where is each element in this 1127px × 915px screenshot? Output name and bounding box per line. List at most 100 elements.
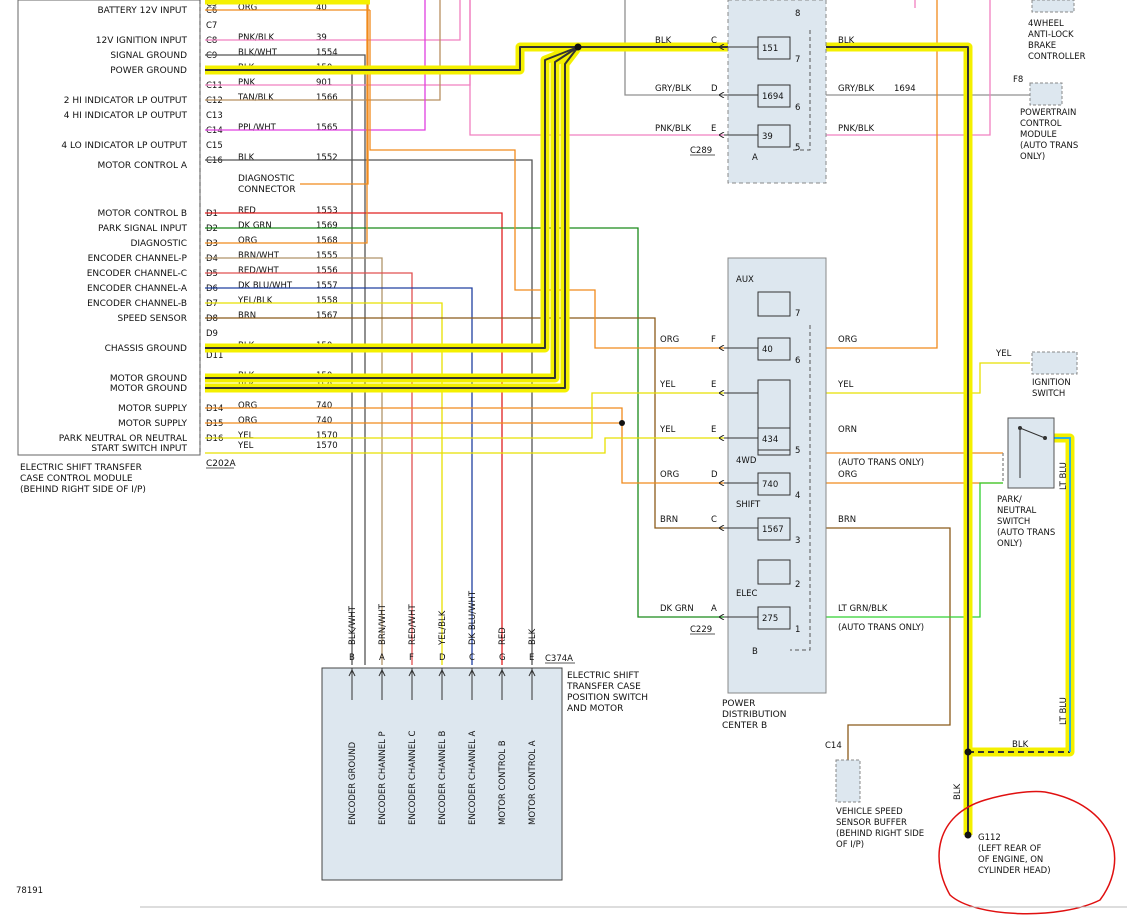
module-pin-id: C13 <box>206 111 223 121</box>
module-pin-circuit: 1569 <box>316 221 338 231</box>
pn-switch-label-1: PARK/ <box>997 495 1022 505</box>
pn-switch-label-4: (AUTO TRANS <box>997 528 1055 538</box>
abs-label-1: 4WHEEL <box>1028 19 1064 29</box>
pdc-lower-wire-left: ORG <box>660 470 679 480</box>
pdc-lower-circuit: 1567 <box>762 525 784 535</box>
pdc-pin7: 7 <box>795 309 800 319</box>
ground-circuit-highlight <box>205 0 1075 839</box>
module-pin-color: RED/WHT <box>238 266 279 276</box>
module-pin-circuit: 1552 <box>316 153 338 163</box>
module-pin-circuit: 901 <box>316 78 332 88</box>
pdc-upper-wire-left: BLK <box>655 36 672 46</box>
module-pin-id: C7 <box>206 21 217 31</box>
pdc-lower-wire-left: ORG <box>660 335 679 345</box>
pdc-lower-circuit: 275 <box>762 614 778 624</box>
module-pin-function: 4 LO INDICATOR LP OUTPUT <box>61 141 187 151</box>
module-pin-color: ORG <box>238 401 257 411</box>
motor-pin-wire: BLK/WHT <box>348 605 358 645</box>
pdc-lower-pin-letter: C <box>711 515 717 525</box>
pdc-shift-label: SHIFT <box>736 500 761 510</box>
module-pin-id: D14 <box>206 404 223 414</box>
module-pin-function: ENCODER CHANNEL-P <box>88 254 188 264</box>
pdc-upper-wire-right: GRY/BLK <box>838 84 875 94</box>
module-title-1: ELECTRIC SHIFT TRANSFER <box>20 463 142 473</box>
pdc-upper-wire-right: BLK <box>838 36 855 46</box>
pdc-upper-pin-num: 7 <box>795 55 800 65</box>
pdc-upper-circuit-right: 1694 <box>894 84 916 94</box>
wires <box>205 0 1030 760</box>
module-pin-circuit: 1570 <box>316 441 338 451</box>
pdc-lower-pin-num: 6 <box>795 356 800 366</box>
module-pin-function: POWER GROUND <box>110 66 187 76</box>
module-pin-function: MOTOR GROUND <box>110 374 187 384</box>
motor-pin-wire: RED/WHT <box>408 604 418 645</box>
module-pin-color: BLK/WHT <box>238 48 278 58</box>
right-components: 4WHEEL ANTI-LOCK BRAKE CONTROLLER F8 POW… <box>825 0 1116 915</box>
pdc-upper-circuit: 39 <box>762 132 773 142</box>
pdc-4wd-label: 4WD <box>736 456 757 466</box>
module-pin-id: C16 <box>206 156 223 166</box>
module-pin-circuit: 1558 <box>316 296 338 306</box>
motor-title-4: AND MOTOR <box>567 704 623 714</box>
module-pin-color: DK BLU/WHT <box>238 281 293 291</box>
module-pin-function: MOTOR CONTROL B <box>97 209 187 219</box>
ground-label-1: G112 <box>978 833 1001 843</box>
module-pin-circuit: 740 <box>316 416 332 426</box>
module-connector-label: C202A <box>206 459 236 469</box>
pdc-upper-pin-num: 5 <box>795 143 800 153</box>
motor-pin-function: ENCODER GROUND <box>348 741 358 825</box>
motor-pin-letter: D <box>439 653 446 663</box>
module-pin-id: D4 <box>206 254 218 264</box>
module-pin-function: SPEED SENSOR <box>118 314 188 324</box>
module-title-2: CASE CONTROL MODULE <box>20 474 133 484</box>
module-pin-color: YEL <box>237 441 254 451</box>
pcm-label-3: MODULE <box>1020 130 1057 140</box>
motor-pin-function: MOTOR CONTROL B <box>498 740 508 825</box>
module-pin-function: 12V IGNITION INPUT <box>96 36 188 46</box>
pdc-upper-wire-left: GRY/BLK <box>655 84 692 94</box>
module-pin-id: C14 <box>206 126 223 136</box>
module-pin-id: C8 <box>206 36 217 46</box>
module-pin-function: CHASSIS GROUND <box>105 344 187 354</box>
pdc-elec-label: ELEC <box>736 589 757 599</box>
pdc-auto-trans-1: (AUTO TRANS ONLY) <box>838 458 924 468</box>
motor-pin-function: ENCODER CHANNEL C <box>408 730 418 825</box>
pdc-lower-pin-num: 5 <box>795 446 800 456</box>
pdc-lower-pin-num: 1 <box>795 625 800 635</box>
module-pin-function: MOTOR CONTROL A <box>97 161 187 171</box>
abs-label-2: ANTI-LOCK <box>1028 30 1074 40</box>
pn-switch-label-2: NEUTRAL <box>997 506 1037 516</box>
pdc-lower-circuit: 434 <box>762 435 778 445</box>
pdc-lower-pin-letter: A <box>711 604 717 614</box>
module-pin-circuit: 740 <box>316 401 332 411</box>
motor-pin-function: ENCODER CHANNEL P <box>378 731 388 825</box>
vss-label-2: SENSOR BUFFER <box>836 818 907 828</box>
module-pin-circuit: 1554 <box>316 48 338 58</box>
annotation-circle <box>938 790 1116 915</box>
vss-connector: C14 <box>825 741 842 751</box>
module-pin-color: PNK/BLK <box>238 33 274 43</box>
motor-pin-function: MOTOR CONTROL A <box>528 740 538 825</box>
module-pin-id: C15 <box>206 141 223 151</box>
pdc-upper-circuit: 151 <box>762 44 778 54</box>
pdc-lower-wire-left: DK GRN <box>660 604 694 614</box>
pcm-connector: F8 <box>1013 75 1023 85</box>
pdc-pin8: 8 <box>795 9 800 19</box>
pdc-lower-wire-left: YEL <box>659 425 676 435</box>
module-pin-function: PARK NEUTRAL OR NEUTRAL <box>59 434 187 444</box>
diagnostic-connector-label-2: CONNECTOR <box>238 185 296 195</box>
module-pin-function: PARK SIGNAL INPUT <box>98 224 188 234</box>
module-pin-circuit: 1555 <box>316 251 338 261</box>
pdc-title-3: CENTER B <box>722 721 767 731</box>
module-pin-id: D16 <box>206 434 223 444</box>
module-pin-circuit: 1568 <box>316 236 338 246</box>
module-pin-color: DK GRN <box>238 221 272 231</box>
motor-title-2: TRANSFER CASE <box>566 682 641 692</box>
module-pin-function: MOTOR GROUND <box>110 384 187 394</box>
module-pin-id: D15 <box>206 419 223 429</box>
module-pin-function: SIGNAL GROUND <box>110 51 187 61</box>
module-pin-color: RED <box>238 206 256 216</box>
module-pin-color: BRN/WHT <box>238 251 280 261</box>
